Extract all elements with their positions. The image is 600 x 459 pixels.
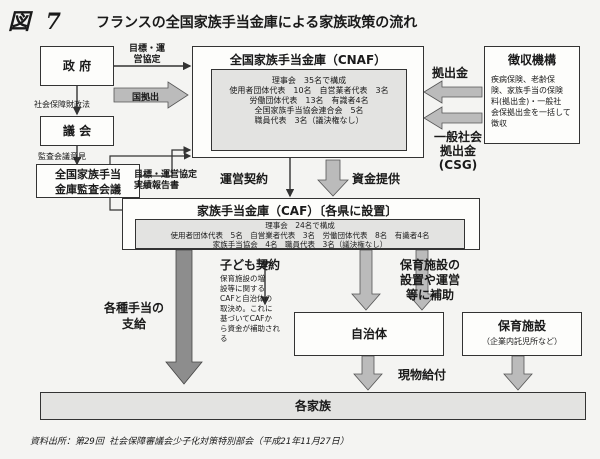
- facility-support-label: 保育施設の 設置や運営 等に補助: [399, 258, 460, 302]
- funding-provided-label: 資金提供: [352, 172, 401, 186]
- cnaf-board-line: 理事会 35名で構成: [271, 76, 347, 85]
- caf-board-line: 家族手当協会 4名 職員代表 3名（議決権なし）: [212, 240, 388, 249]
- childcare-node: 保育施設 （企業内託児所など）: [462, 312, 582, 356]
- cnaf-node: 全国家族手当金庫（CNAF） 理事会 35名で構成 使用者団体代表 10名 自営…: [192, 46, 424, 158]
- collector-description: 疾病保険、老齢保 険、家族手当の保険 料(拠出金)・一般社 会保拠出金を一括して…: [491, 75, 571, 128]
- collector-node: 徴収機構 疾病保険、老齢保 険、家族手当の保険 料(拠出金)・一般社 会保拠出金…: [484, 46, 580, 144]
- operation-contract-label: 運営契約: [220, 172, 269, 186]
- caf-local-arrow: [351, 249, 381, 311]
- cnaf-board-line: 労働団体代表 13名 有識者4名: [249, 96, 369, 105]
- goal-report-label: 目標・運営協定実績報告書: [134, 170, 198, 191]
- government-node: 政 府: [40, 46, 114, 86]
- caf-title: 家族手当金庫（CAF）〔各県に設置〕: [197, 204, 398, 218]
- csg-arrow: [423, 106, 483, 130]
- caf-board-line: 理事会 24名で構成: [265, 221, 335, 230]
- allowances-label: 各種手当の支給: [103, 301, 164, 331]
- families-node: 各家族: [40, 392, 586, 420]
- contribution-label: 拠出金: [432, 66, 469, 80]
- caf-board-line: 使用者団体代表 5名 自営業者代表 3名 労働団体代表 8名 有識者4名: [170, 230, 430, 240]
- in-kind-label: 現物給付: [398, 368, 447, 382]
- child-contract-note: 保育施設の増 設等に関する CAFと自治体の 取決め。これに 基づいてCAFか …: [220, 274, 280, 343]
- cnaf-board: 理事会 35名で構成 使用者団体代表 10名 自営業者代表 3名 労働団体代表 …: [211, 69, 407, 151]
- local-families-arrow: [353, 355, 383, 391]
- cnaf-board-line: 全国家族手当協会連合会 5名: [254, 106, 364, 115]
- child-contract-label: 子ども契約: [220, 258, 281, 272]
- parliament-node: 議 会: [40, 116, 114, 146]
- caf-board: 理事会 24名で構成 使用者団体代表 5名 自営業者代表 3名 労働団体代表 8…: [135, 219, 465, 249]
- caf-node: 家族手当金庫（CAF）〔各県に設置〕 理事会 24名で構成 使用者団体代表 5名…: [122, 198, 480, 250]
- collector-title: 徴収機構: [507, 53, 556, 67]
- cnaf-board-line: 職員代表 3名（議決権なし）: [254, 116, 364, 125]
- contribution-arrow: [423, 80, 483, 104]
- local-government-node: 自治体: [294, 312, 444, 356]
- state-funding-label: 国拠出: [132, 93, 160, 103]
- funding-arrow: [317, 159, 349, 197]
- diagram-title: フランスの全国家族手当金庫による家族政策の流れ: [96, 15, 418, 31]
- goal-agreement-label: 目標・運営協定: [128, 44, 165, 65]
- cnaf-title: 全国家族手当金庫（CNAF）: [229, 53, 387, 67]
- audit-council-node: 全国家族手当金庫監査会議: [36, 164, 140, 198]
- csg-label: 一般社会拠出金(CSG): [433, 130, 482, 172]
- audit-opinion-label: 監査会議意見: [38, 152, 86, 161]
- cnaf-board-line: 使用者団体代表 10名 自営業者代表 3名: [229, 86, 389, 95]
- childcare-families-arrow: [503, 355, 533, 391]
- source-note: 資料出所：第29回 社会保障審議会少子化対策特別部会（平成21年11月27日）: [30, 437, 349, 447]
- social-security-act-label: 社会保障財政法: [34, 100, 90, 109]
- figure-label: 図 7: [8, 9, 65, 35]
